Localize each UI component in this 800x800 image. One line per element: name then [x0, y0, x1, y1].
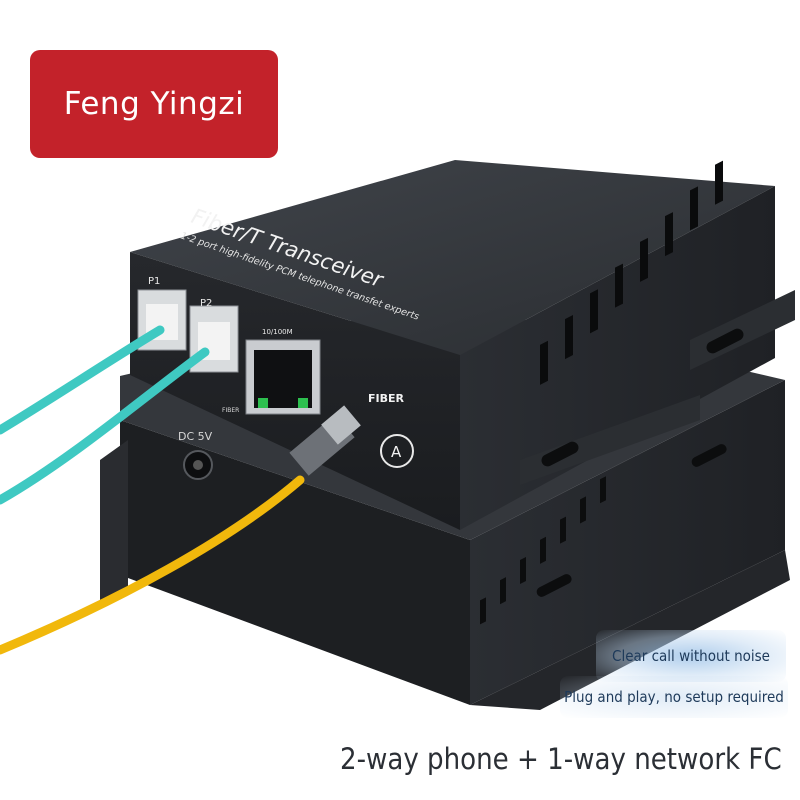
brand-name: Feng Yingzi: [63, 86, 245, 122]
feature-text: Plug and play, no setup required: [564, 688, 784, 706]
feature-text: Clear call without noise: [612, 647, 770, 665]
port-p2-label: P2: [200, 298, 212, 309]
port-p1-label: P1: [148, 276, 160, 287]
fiber-led-label: FIBER: [222, 407, 239, 414]
power-label: DC 5V: [178, 430, 213, 443]
rj11-port-2: [189, 305, 239, 373]
product-caption: 2-way phone + 1-way network FC: [340, 742, 782, 776]
upper-unit: [130, 160, 795, 530]
fiber-label: FIBER: [368, 392, 405, 405]
rj45-port: [245, 339, 321, 415]
fiber-cables: [0, 325, 361, 655]
fiber-port-label: A: [391, 443, 402, 461]
brand-badge: Feng Yingzi: [30, 50, 278, 158]
feature-badge-plug: Plug and play, no setup required: [560, 676, 788, 718]
feature-badge-noise: Clear call without noise: [596, 630, 786, 682]
ethernet-label: 10/100M: [262, 328, 293, 336]
